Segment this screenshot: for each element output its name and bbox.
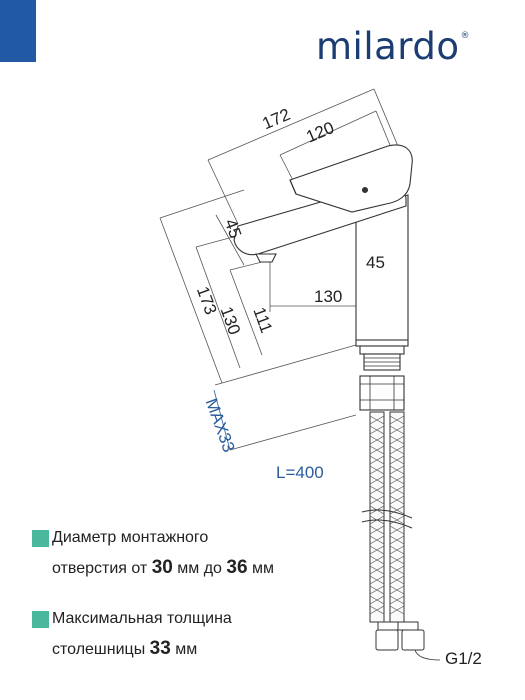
dim-line-max33 (213, 389, 231, 451)
hose-break-mark-top (361, 509, 413, 519)
dim-label-max33: MAX33 (202, 396, 239, 455)
dim-line-173 (159, 217, 223, 384)
thread-leader-line (414, 649, 441, 661)
dim-line-45-top (215, 214, 245, 266)
note-hole-text: Диаметр монтажного отверстия от 30 мм до… (52, 529, 274, 578)
hole-min-value: 30 (151, 557, 173, 578)
ext-line-172-left (207, 159, 239, 225)
ext-line-max33 (229, 414, 357, 451)
base-ring (355, 339, 409, 347)
ext-line-base (214, 344, 357, 386)
faucet-lever-handle (289, 144, 413, 213)
dim-label-111: 111 (249, 305, 276, 336)
hose-nut-left (375, 629, 399, 651)
note-bullet-square (32, 530, 49, 547)
note-countertop-thickness: Максимальная толщина столешницы 33 мм (32, 604, 512, 665)
dim-line-120 (279, 110, 377, 156)
hose-length-label: L=400 (276, 463, 324, 482)
faucet-aerator (255, 253, 277, 263)
note-bullet-square (32, 611, 49, 628)
dim-label-130-v: 130 (217, 304, 245, 337)
note-countertop-text: Максимальная толщина столешницы 33 мм (52, 610, 232, 659)
dim-label-130-h: 130 (314, 287, 342, 306)
hose-nut-right (401, 629, 425, 651)
faucet-lever-edge (289, 179, 297, 195)
dim-line-130-v (195, 246, 241, 369)
brand-name: milardo (316, 25, 460, 68)
base-gasket (359, 345, 405, 355)
mounting-nut (359, 375, 405, 411)
dim-label-173: 173 (193, 284, 221, 317)
dim-label-172: 172 (260, 105, 294, 134)
countertop-max-value: 33 (149, 638, 171, 659)
dim-label-45-right: 45 (366, 253, 385, 272)
note-hole-diameter: Диаметр монтажного отверстия от 30 мм до… (32, 523, 512, 584)
thread-size-label: G1/2 (445, 649, 482, 668)
dim-line-172 (207, 88, 375, 161)
hose-break-mark-bottom (361, 519, 413, 529)
registered-mark: ® (460, 31, 470, 41)
dim-line-111 (229, 269, 263, 356)
lever-screw-icon (361, 186, 369, 194)
dim-label-120: 120 (303, 118, 337, 147)
brand-logo: milardo® (316, 28, 470, 65)
ext-line-173-top (159, 189, 245, 219)
hole-max-value: 36 (226, 557, 248, 578)
ext-line-120-right (375, 110, 393, 151)
braided-hose-left (369, 411, 385, 623)
corner-brand-block (0, 0, 36, 62)
